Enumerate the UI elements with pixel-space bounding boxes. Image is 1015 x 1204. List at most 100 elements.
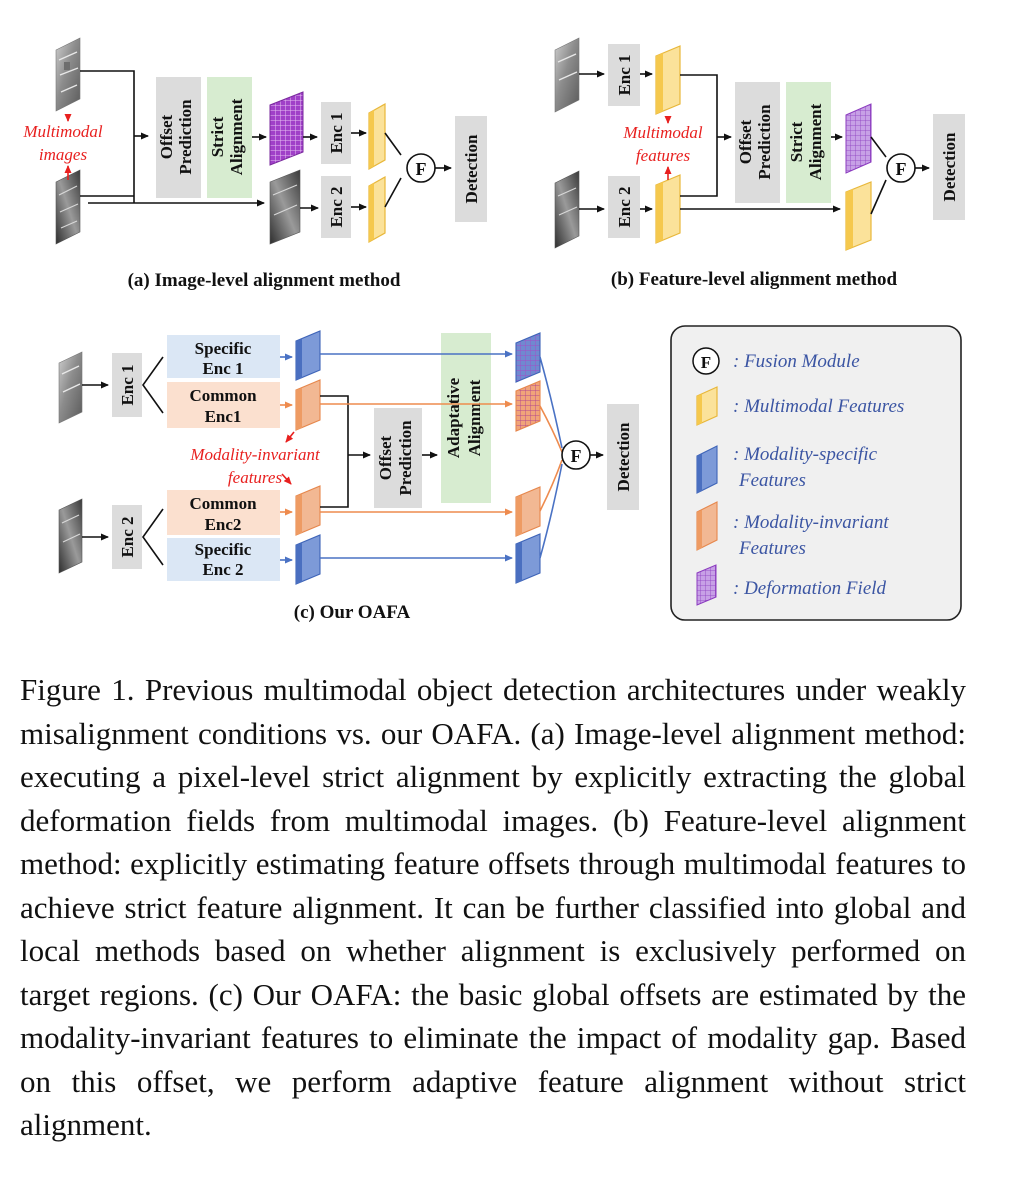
adaptive-alignment-box <box>441 333 491 503</box>
detection-box <box>607 404 639 510</box>
enc2-label: Enc 2 <box>327 186 346 227</box>
modality-invariant-label-2: features <box>228 468 283 487</box>
connector <box>539 459 563 512</box>
strict-alignment-box <box>207 77 252 198</box>
fusion-symbol: F <box>571 446 582 466</box>
detection-box <box>933 114 965 220</box>
red-arrow <box>285 431 295 443</box>
enc2-label: Enc 2 <box>118 516 137 557</box>
detection-box <box>455 116 487 222</box>
aligned-invariant-feature-top <box>515 380 541 432</box>
common-enc2-box <box>167 490 280 535</box>
enc1-label: Enc 1 <box>118 364 137 405</box>
aerial-image-top <box>55 37 81 112</box>
legend-specific-label: : Modality-specific <box>733 444 878 465</box>
multimodal-images-label: Multimodal <box>22 122 103 141</box>
common-enc2-label-2: Enc2 <box>205 515 242 534</box>
multimodal-features-label-2: features <box>636 146 691 165</box>
invariant-feature-bottom <box>295 485 321 536</box>
common-enc2-label: Common <box>189 494 257 513</box>
specific-enc2-label: Specific <box>195 540 252 559</box>
deformation-field-icon <box>845 103 872 174</box>
multimodal-feature-top <box>655 45 681 115</box>
offset-prediction-label-2: Prediction <box>755 104 774 180</box>
detection-label: Detection <box>462 134 481 203</box>
offset-prediction-label: Offset <box>376 435 395 480</box>
aerial-image-top <box>554 37 580 113</box>
strict-alignment-box <box>786 82 831 203</box>
specific-enc2-box <box>167 538 280 581</box>
strict-alignment-label: Strict <box>787 121 806 162</box>
modality-invariant-feature-icon <box>696 501 718 551</box>
panel-c-caption: (c) Our OAFA <box>294 602 411 623</box>
thermal-image-bottom <box>55 169 81 245</box>
aligned-specific-feature-top <box>515 332 541 383</box>
specific-feature-top <box>295 330 321 381</box>
legend-fusion-symbol: F <box>701 353 711 372</box>
specific-feature-bottom-right <box>515 533 541 584</box>
enc1-box <box>608 44 640 106</box>
connector <box>384 177 402 208</box>
fusion-symbol: F <box>896 159 907 179</box>
enc1-box <box>321 102 351 164</box>
connector <box>539 356 563 449</box>
enc2-label: Enc 2 <box>615 186 634 227</box>
multimodal-feature-top <box>368 102 386 171</box>
connector <box>870 179 887 215</box>
multimodal-feature-bottom <box>368 175 386 244</box>
legend-multimodal-label: : Multimodal Features <box>733 396 904 417</box>
specific-enc1-box <box>167 335 280 378</box>
invariant-feature-bottom-right <box>515 486 541 537</box>
common-enc1-label-2: Enc1 <box>205 407 242 426</box>
panel-a-caption: (a) Image-level alignment method <box>128 270 401 291</box>
legend-box <box>670 325 962 621</box>
panel-b: Enc 1 Enc 2 Multimodal features Offset P… <box>554 37 965 290</box>
deformation-field-icon <box>696 564 717 606</box>
panel-b-caption: (b) Feature-level alignment method <box>611 269 898 290</box>
enc1-label: Enc 1 <box>615 54 634 95</box>
multimodal-features-label: Multimodal <box>622 123 703 142</box>
connector <box>539 463 563 559</box>
legend: F : Fusion Module : Multimodal Features … <box>670 325 962 621</box>
multimodal-images-label-2: images <box>39 145 88 164</box>
specific-enc1-label-2: Enc 1 <box>202 359 243 378</box>
multimodal-feature-bottom-aligned <box>845 181 872 251</box>
legend-invariant-label-2: Features <box>738 538 806 559</box>
enc2-box <box>112 505 142 569</box>
detection-label: Detection <box>614 422 633 491</box>
connector <box>320 395 349 508</box>
adaptive-alignment-label: Adaptative <box>444 377 463 458</box>
offset-prediction-label: Offset <box>157 114 176 159</box>
figure-caption: Figure 1. Previous multimodal object det… <box>20 672 966 1142</box>
strict-alignment-label: Strict <box>208 116 227 157</box>
enc2-box <box>608 176 640 238</box>
modality-specific-feature-icon <box>696 445 718 494</box>
connector <box>80 70 135 203</box>
fusion-symbol: F <box>416 159 427 179</box>
figure-diagram: Multimodal images Offset Prediction Stri… <box>22 37 965 623</box>
branch <box>142 356 164 414</box>
warped-image <box>269 169 301 245</box>
offset-prediction-box <box>156 77 201 198</box>
connector <box>680 74 718 197</box>
offset-prediction-box <box>374 408 422 508</box>
specific-feature-bottom <box>295 534 321 585</box>
common-enc1-label: Common <box>189 386 257 405</box>
offset-prediction-label-2: Prediction <box>396 420 415 496</box>
fusion-module-icon <box>692 347 720 375</box>
connector <box>539 405 563 453</box>
specific-enc1-label: Specific <box>195 339 252 358</box>
connector <box>870 136 887 158</box>
enc1-label: Enc 1 <box>327 112 346 153</box>
panel-c: Enc 1 Enc 2 Specific Enc 1 Common Enc1 C… <box>58 330 639 623</box>
thermal-image-bottom <box>58 498 83 574</box>
strict-alignment-label-2: Alignment <box>806 103 825 180</box>
deformation-field-icon <box>269 91 304 166</box>
enc1-box <box>112 353 142 417</box>
multimodal-feature-icon <box>696 386 718 426</box>
offset-prediction-label: Offset <box>736 119 755 164</box>
legend-deformation-label: : Deformation Field <box>733 578 887 599</box>
red-arrow <box>281 473 292 485</box>
offset-prediction-box <box>735 82 780 203</box>
multimodal-feature-bottom <box>655 174 681 244</box>
